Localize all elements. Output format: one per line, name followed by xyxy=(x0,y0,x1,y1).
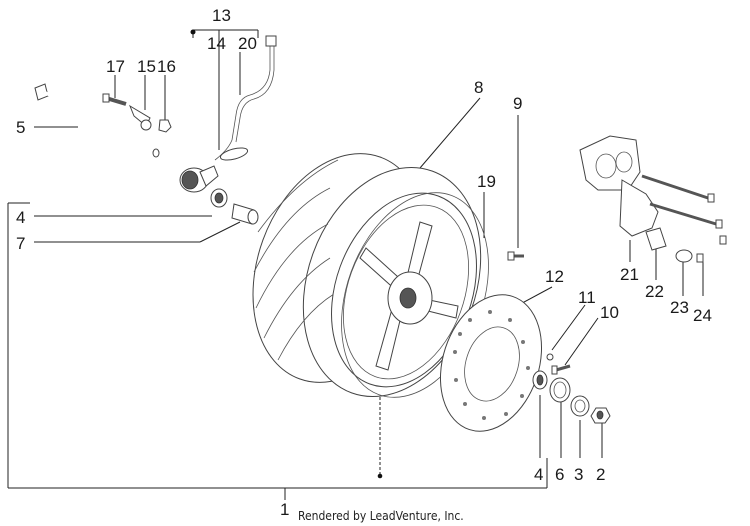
callout-24: 24 xyxy=(693,306,712,325)
callout-6: 6 xyxy=(555,465,564,484)
speedo-bolt-clamp-part xyxy=(102,93,172,133)
wheel-rim-part xyxy=(331,192,489,398)
callout-17: 17 xyxy=(106,57,125,76)
callout-11: 11 xyxy=(578,288,596,307)
callout-3: 3 xyxy=(574,465,583,484)
callout-14: 14 xyxy=(207,34,226,53)
callout-19: 19 xyxy=(477,172,496,191)
callout-15: 15 xyxy=(137,57,156,76)
callout-1: 1 xyxy=(280,500,289,519)
callout-9: 9 xyxy=(513,94,522,113)
callout-10: 10 xyxy=(600,303,619,322)
callout-21: 21 xyxy=(620,265,639,284)
render-credit: Rendered by LeadVenture, Inc. xyxy=(298,509,464,523)
callout-5: 5 xyxy=(16,118,25,137)
callout-23: 23 xyxy=(670,298,689,317)
disc-bolt-part xyxy=(507,251,524,261)
hub-hardware-parts xyxy=(532,353,611,424)
speedo-drive-part xyxy=(179,35,277,193)
brake-caliper-part xyxy=(579,135,727,263)
callout-22: 22 xyxy=(645,282,664,301)
callout-labels: 13 14 20 17 15 16 5 8 9 19 4 7 12 11 10 … xyxy=(16,6,712,519)
callout-8: 8 xyxy=(474,78,483,97)
spacer-bushing-part xyxy=(210,188,259,225)
callout-16: 16 xyxy=(157,57,176,76)
callout-13: 13 xyxy=(212,6,231,25)
callout-2: 2 xyxy=(596,465,605,484)
axle-part xyxy=(34,83,160,158)
callout-7: 7 xyxy=(16,234,25,253)
callout-12: 12 xyxy=(545,267,564,286)
callout-20: 20 xyxy=(238,34,257,53)
callout-4-right: 4 xyxy=(534,465,543,484)
callout-4-left: 4 xyxy=(16,208,25,227)
brake-disc-part xyxy=(439,294,543,432)
